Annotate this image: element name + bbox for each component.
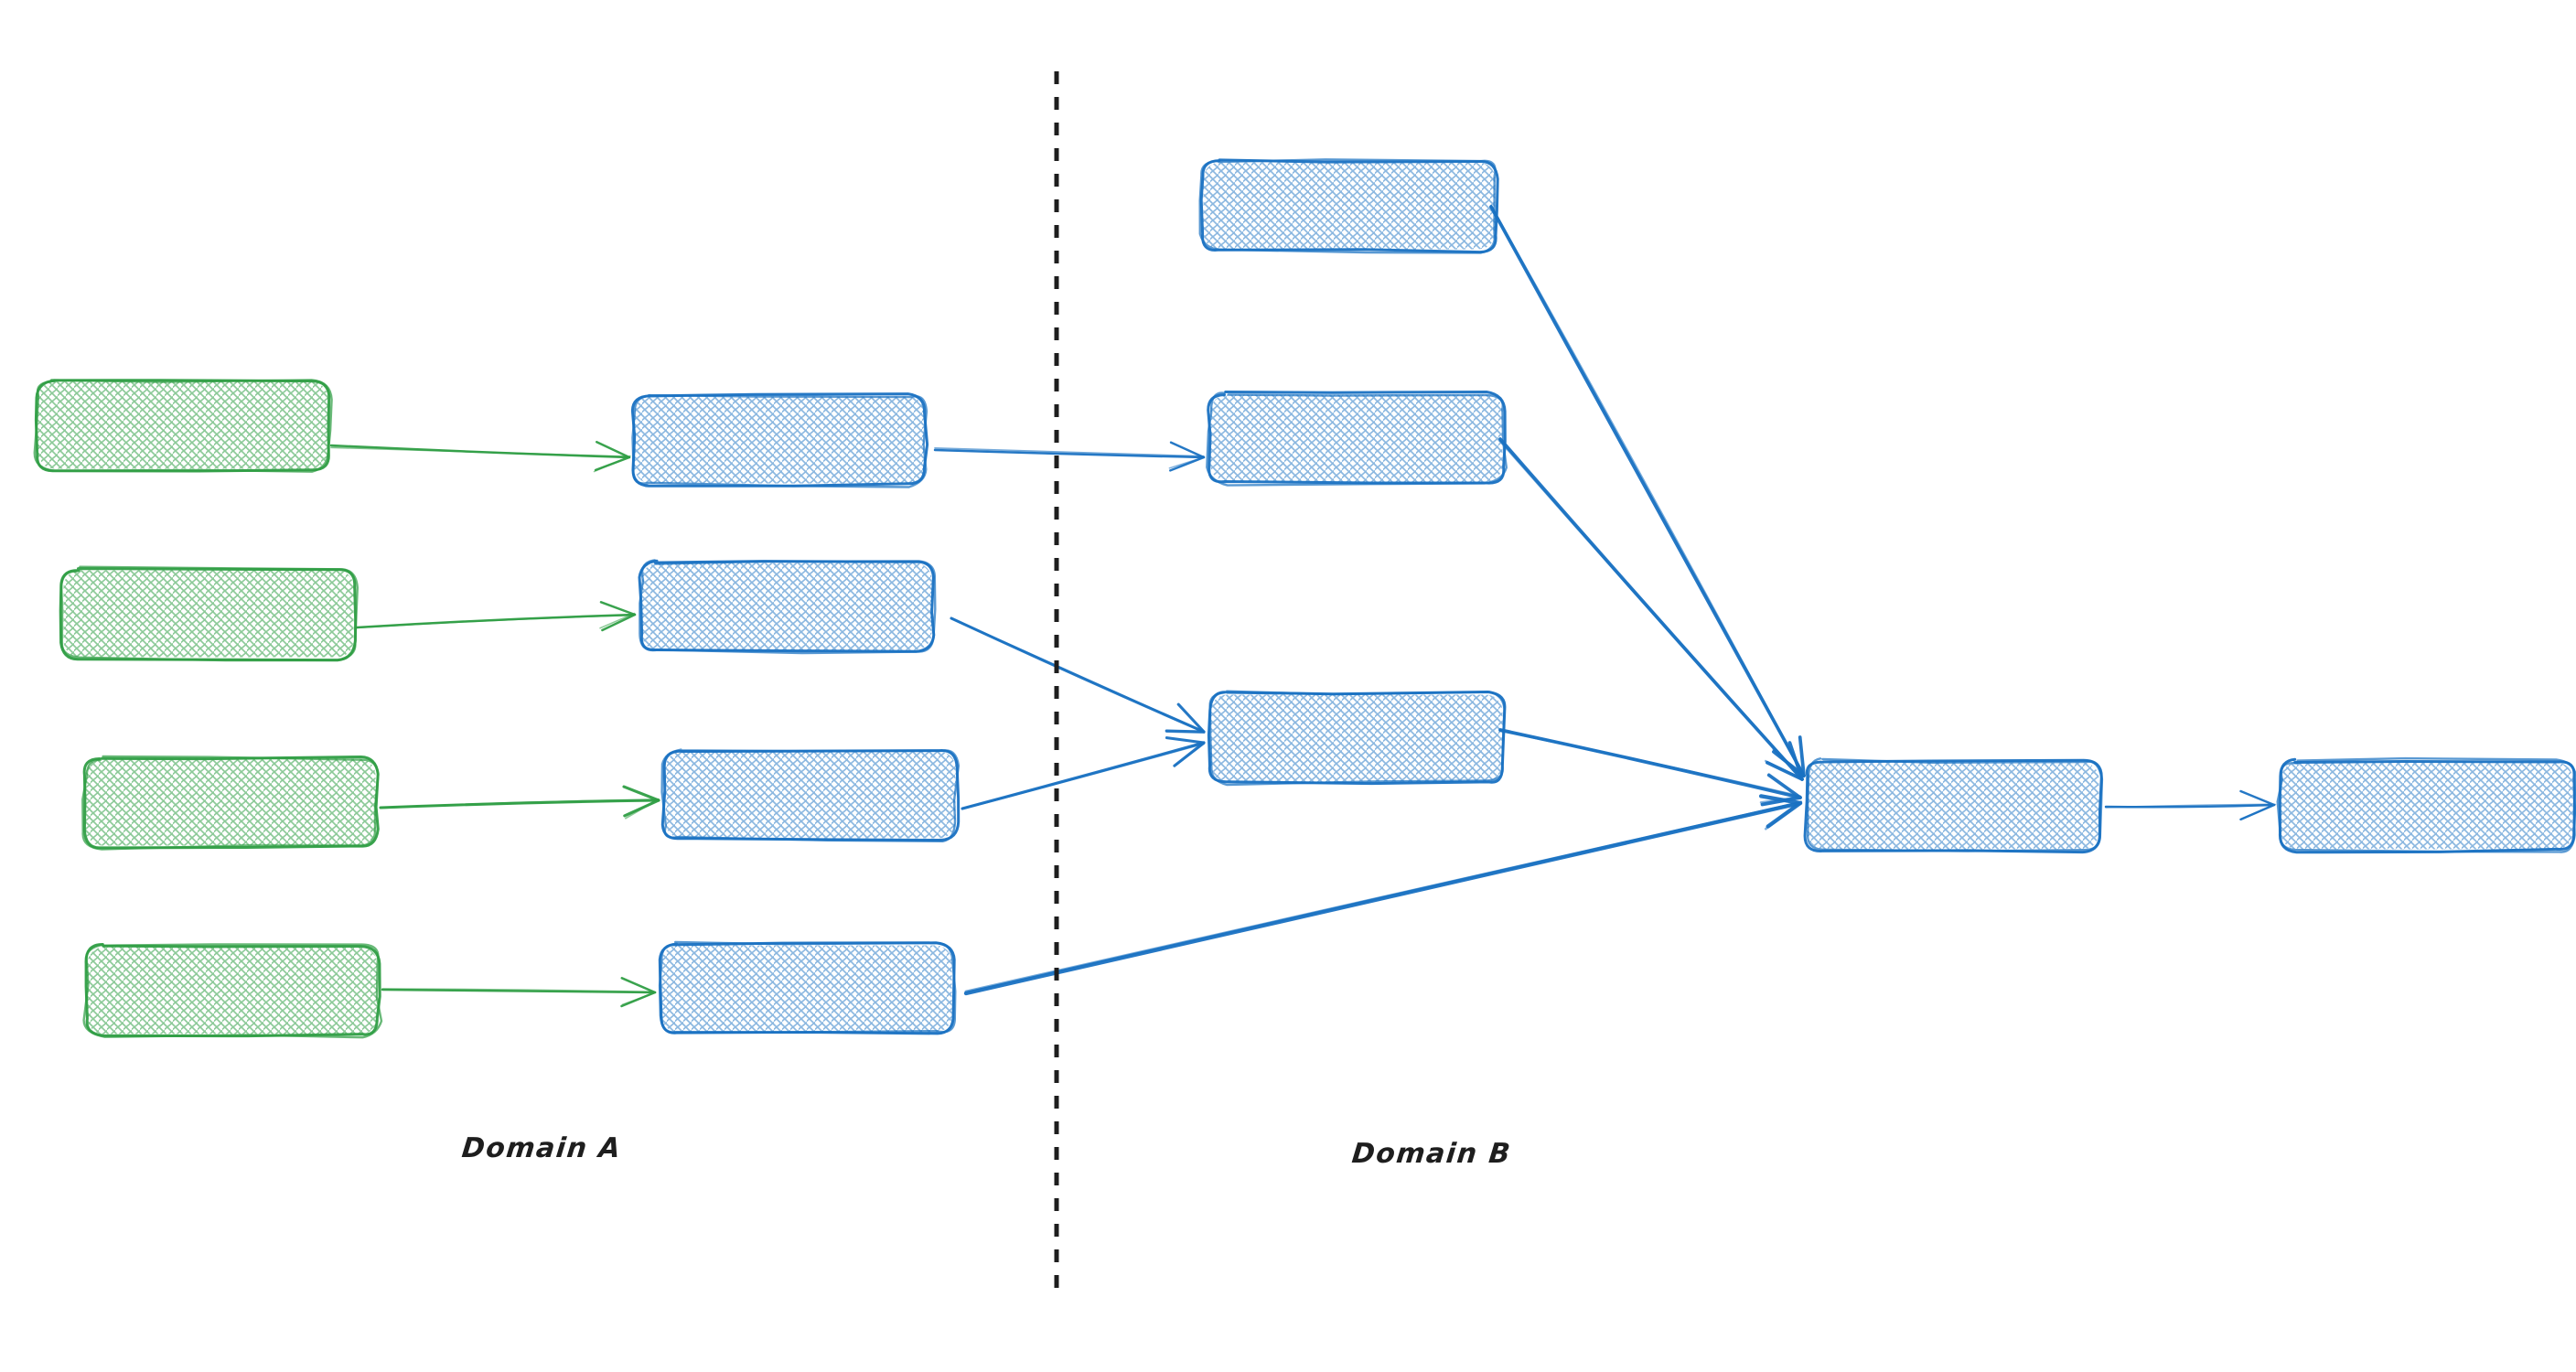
edge-a3-b3 [379, 785, 660, 820]
domain-a-source-2[interactable] [59, 565, 359, 662]
domain-b-hub[interactable] [1803, 757, 2104, 854]
domain-b-node-3[interactable] [1207, 690, 1507, 787]
domain-a-stage-2[interactable] [638, 559, 937, 655]
edge-c2-hub [1498, 437, 1805, 781]
edge-a2-b2 [355, 601, 637, 632]
domain-a-label: Domain A [460, 1132, 624, 1164]
domain-b-output[interactable] [2276, 756, 2576, 854]
edge-a4-b4 [381, 977, 657, 1008]
edge-a1-b1 [329, 440, 631, 473]
edge-b3-c3 [961, 736, 1206, 810]
edge-c1-hub [1489, 205, 1806, 778]
domain-a-stage-4[interactable] [658, 940, 957, 1035]
domain-b-node-2[interactable] [1206, 391, 1508, 487]
domain-a-source-1[interactable] [33, 379, 333, 473]
domain-b-node-1[interactable] [1198, 158, 1499, 254]
edge-b1-c2 [933, 441, 1206, 472]
domain-a-stage-3[interactable] [660, 748, 961, 842]
domain-a-source-3[interactable] [81, 755, 380, 851]
edge-b2-c3 [950, 616, 1206, 734]
edge-hub-out [2104, 789, 2277, 821]
domain-b-label: Domain B [1350, 1138, 1513, 1170]
edge-c3-hub [1498, 728, 1802, 807]
edge-b4-hub [963, 794, 1803, 996]
domain-a-stage-1[interactable] [630, 392, 929, 488]
domain-a-source-4[interactable] [82, 942, 383, 1039]
